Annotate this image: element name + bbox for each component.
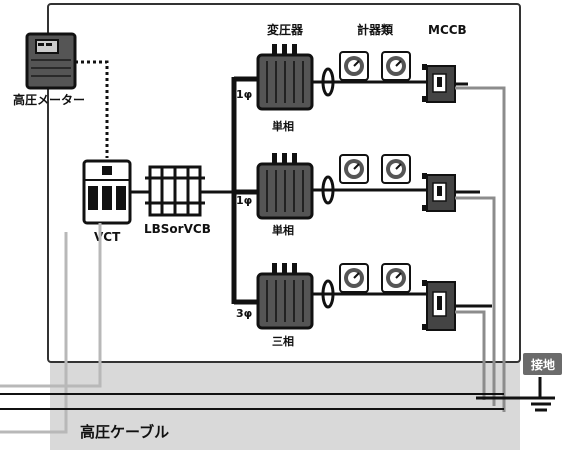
- cable-corridor: [50, 362, 520, 450]
- phase-label-3: 3φ: [236, 307, 252, 320]
- transformer-type-3: 三相: [272, 334, 294, 348]
- ground-wire-3: [455, 310, 486, 400]
- ground-wire-2: [455, 196, 496, 406]
- transformer-1: [256, 44, 314, 111]
- mccb-1: [422, 64, 456, 103]
- transformer-3: [256, 263, 314, 330]
- phase-label-2: 1φ: [236, 194, 252, 207]
- ct-ring-1: [321, 67, 335, 97]
- vct-ground-line: [0, 223, 102, 388]
- ct-ring-3: [321, 279, 335, 309]
- gauge-icon: [339, 263, 369, 293]
- vct-unit: [82, 159, 132, 225]
- breaker-label: LBSorVCB: [144, 222, 211, 236]
- high-voltage-meter: [25, 32, 77, 90]
- mccb-2: [422, 173, 456, 212]
- vct-label: VCT: [94, 230, 121, 244]
- transformer-2: [256, 153, 314, 220]
- meter-signal-line: [75, 60, 109, 158]
- vct-cable-line: [0, 232, 68, 434]
- meter-label: 高圧メーター: [13, 92, 85, 107]
- cable-label: 高圧ケーブル: [80, 423, 169, 441]
- transformer-type-2: 単相: [272, 223, 294, 237]
- gauge-icon: [381, 51, 411, 81]
- instruments-header: 計器類: [357, 22, 394, 37]
- gauge-icon: [339, 51, 369, 81]
- transformer-header: 変圧器: [267, 22, 304, 37]
- lbs-vcb-unit: [145, 165, 205, 217]
- transformer-type-1: 単相: [272, 119, 294, 133]
- ground-badge-label: 接地: [531, 357, 555, 372]
- ground-wire-1: [455, 86, 506, 412]
- ground-symbol-icon: [527, 396, 555, 412]
- phase-label-1: 1φ: [236, 88, 252, 101]
- ground-badge: [523, 353, 562, 375]
- ct-ring-2: [321, 175, 335, 205]
- gauge-icon: [339, 154, 369, 184]
- mccb-3: [422, 280, 456, 331]
- gauge-icon: [381, 154, 411, 184]
- gauge-icon: [381, 263, 411, 293]
- mccb-header: MCCB: [428, 23, 467, 37]
